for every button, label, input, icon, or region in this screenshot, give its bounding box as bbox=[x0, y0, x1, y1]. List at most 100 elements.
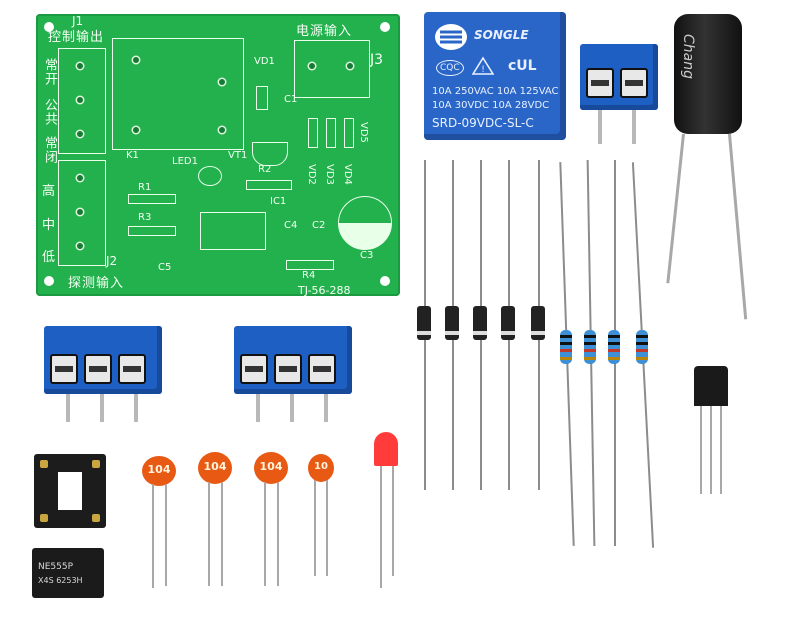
terminal-3pin-right bbox=[234, 326, 352, 394]
vd3-footprint bbox=[326, 118, 336, 148]
label-vt1: VT1 bbox=[228, 150, 248, 161]
warning-triangle-icon: ! bbox=[472, 56, 494, 75]
transistor-leg bbox=[710, 406, 712, 494]
label-vd1-top: VD1 bbox=[254, 56, 275, 67]
relay-brand: SONGLE bbox=[474, 28, 529, 42]
diode bbox=[531, 306, 545, 340]
label-r3: R3 bbox=[138, 212, 152, 223]
electrolytic-leg bbox=[666, 133, 685, 284]
diode bbox=[501, 306, 515, 340]
ceramic-cap: 104 bbox=[254, 452, 288, 484]
resistor bbox=[584, 330, 596, 364]
label-led1: LED1 bbox=[172, 156, 198, 167]
ic-socket bbox=[34, 454, 106, 528]
label-j3: J3 bbox=[370, 52, 384, 68]
electrolytic-leg bbox=[728, 133, 748, 320]
side-label-mid: 中 bbox=[42, 218, 57, 233]
power-input-label: 电源输入 bbox=[296, 24, 353, 39]
mount-hole bbox=[44, 276, 54, 286]
cap-leg bbox=[314, 480, 316, 576]
ceramic-cap: 104 bbox=[198, 452, 232, 484]
cap-leg bbox=[277, 482, 279, 586]
vd1-footprint bbox=[256, 86, 268, 110]
led bbox=[374, 432, 398, 466]
terminal-3pin-left bbox=[44, 326, 162, 394]
model-label: TJ-56-288 bbox=[298, 284, 351, 297]
label-r1: R1 bbox=[138, 182, 152, 193]
songle-logo-icon bbox=[435, 24, 467, 50]
label-r4: R4 bbox=[302, 270, 316, 281]
transistor-leg bbox=[720, 406, 722, 494]
vd2-footprint bbox=[308, 118, 318, 148]
label-vd3: VD3 bbox=[324, 164, 335, 185]
led1-footprint bbox=[198, 166, 222, 186]
ic1-footprint bbox=[200, 212, 266, 250]
cap-leg bbox=[326, 480, 328, 576]
terminal-leg bbox=[134, 394, 138, 422]
chip-line2: X4S 6253H bbox=[38, 576, 83, 585]
transistor bbox=[694, 366, 728, 406]
label-c1: C1 bbox=[284, 94, 298, 105]
label-j1: J1 bbox=[72, 14, 84, 28]
diode bbox=[473, 306, 487, 340]
led-leg bbox=[380, 466, 382, 588]
label-ic1: IC1 bbox=[270, 196, 287, 207]
ceramic-cap-small: 10 bbox=[308, 454, 334, 482]
r2-footprint bbox=[246, 180, 292, 190]
cap-leg bbox=[221, 482, 223, 586]
terminal-2pin-leg bbox=[598, 110, 602, 144]
label-c4: C4 bbox=[284, 220, 298, 231]
mount-hole bbox=[380, 22, 390, 32]
label-c3: C3 bbox=[360, 250, 374, 261]
label-r2: R2 bbox=[258, 164, 272, 175]
ne555-chip: NE555P X4S 6253H bbox=[32, 548, 104, 598]
transistor-leg bbox=[700, 406, 702, 494]
cap-leg bbox=[264, 482, 266, 586]
label-c5: C5 bbox=[158, 262, 172, 273]
label-k1: K1 bbox=[126, 150, 139, 161]
terminal-leg bbox=[100, 394, 104, 422]
cap-leg bbox=[208, 482, 210, 586]
resistor bbox=[608, 330, 620, 364]
j2-footprint bbox=[58, 160, 106, 266]
mount-hole bbox=[44, 22, 54, 32]
relay-model: SRD-09VDC-SL-C bbox=[432, 116, 534, 130]
ul-mark: cUL bbox=[508, 58, 537, 74]
vd4-footprint bbox=[344, 118, 354, 148]
r1-footprint bbox=[128, 194, 176, 204]
mount-hole bbox=[380, 276, 390, 286]
terminal-leg bbox=[256, 394, 260, 422]
svg-text:!: ! bbox=[481, 65, 485, 75]
c3-footprint bbox=[338, 196, 392, 250]
electrolytic-brand: Chang bbox=[680, 34, 696, 79]
control-output-label: 控制输出 bbox=[48, 30, 105, 45]
terminal-leg bbox=[324, 394, 328, 422]
j3-footprint bbox=[294, 40, 370, 98]
chip-line1: NE555P bbox=[38, 562, 74, 572]
diode bbox=[417, 306, 431, 340]
relay-rating-line1: 10A 250VAC 10A 125VAC bbox=[432, 86, 559, 97]
label-vd2: VD2 bbox=[306, 164, 317, 185]
label-c2: C2 bbox=[312, 220, 326, 231]
j1-footprint bbox=[58, 48, 106, 154]
label-vd4: VD4 bbox=[342, 164, 353, 185]
side-label-nc: 常闭 bbox=[42, 136, 57, 164]
cap-leg bbox=[165, 484, 167, 586]
vt1-footprint bbox=[252, 142, 288, 166]
ceramic-cap: 104 bbox=[142, 456, 176, 486]
label-j2: J2 bbox=[106, 254, 118, 268]
side-label-no: 常开 bbox=[42, 58, 57, 86]
resistor bbox=[636, 330, 648, 364]
side-label-com: 公共 bbox=[42, 98, 57, 126]
terminal-2pin-leg bbox=[632, 110, 636, 144]
r4-footprint bbox=[286, 260, 334, 270]
relay: SONGLE CQC ! cUL 10A 250VAC 10A 125VAC 1… bbox=[424, 12, 566, 140]
k1-footprint bbox=[112, 38, 244, 150]
led-leg bbox=[392, 466, 394, 576]
cap-leg bbox=[152, 484, 154, 588]
r3-footprint bbox=[128, 226, 176, 236]
terminal-2pin bbox=[580, 44, 658, 110]
resistor bbox=[560, 330, 572, 364]
label-vd5: VD5 bbox=[358, 122, 369, 143]
side-label-low: 低 bbox=[42, 250, 57, 265]
